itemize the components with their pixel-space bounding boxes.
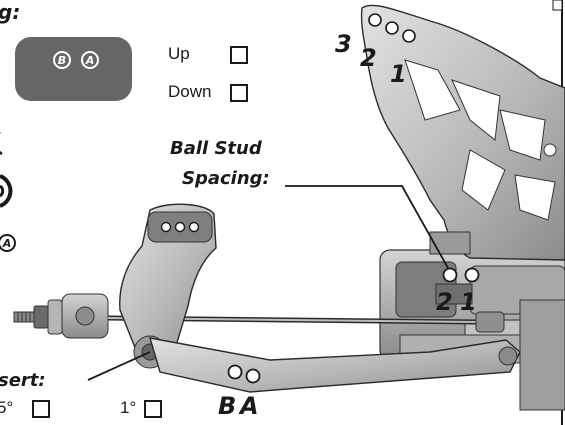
left-circle-letter-a: A bbox=[0, 234, 16, 252]
ball-stud-hole-label-1: 1 bbox=[460, 288, 477, 316]
letter-pill: B A bbox=[15, 37, 132, 101]
partial-steering-wheel-icon bbox=[0, 174, 13, 208]
arm-hole-a bbox=[245, 368, 261, 384]
partial-circle-glyph bbox=[0, 132, 3, 156]
insert-leader-line bbox=[87, 351, 151, 381]
up-label: Up bbox=[168, 44, 190, 63]
pill-letter-b: B bbox=[53, 51, 71, 69]
ball-stud-title-line2: Spacing: bbox=[182, 168, 270, 189]
arm-hole-b bbox=[227, 364, 243, 380]
ball-stud-leader-line bbox=[285, 185, 449, 269]
arm-hole-label-b: B bbox=[218, 392, 237, 420]
insert-option-1-checkbox[interactable] bbox=[32, 400, 50, 418]
ball-stud-hole-1 bbox=[464, 267, 480, 283]
frame-bracket bbox=[552, 0, 563, 11]
shock-tower bbox=[360, 4, 565, 261]
arm-hole-label-a: A bbox=[240, 392, 259, 420]
ball-stud-hole-label-2: 2 bbox=[436, 288, 453, 316]
tower-hole-1 bbox=[402, 29, 416, 43]
tower-hole-label-3: 3 bbox=[335, 30, 352, 58]
insert-option-1-label: 5° bbox=[0, 398, 14, 417]
tower-hole-3 bbox=[368, 13, 382, 27]
lower-arm bbox=[149, 337, 521, 393]
down-label: Down bbox=[168, 82, 212, 101]
insert-option-2-label: 1° bbox=[120, 398, 137, 417]
tower-mount bbox=[429, 231, 473, 305]
ball-stud-hole-2 bbox=[442, 267, 458, 283]
insert-option-2-checkbox[interactable] bbox=[144, 400, 162, 418]
pill-letter-a: A bbox=[81, 51, 99, 69]
upright bbox=[119, 203, 217, 369]
up-checkbox[interactable] bbox=[230, 46, 248, 64]
section-title-partial: g: bbox=[0, 0, 21, 24]
ball-stud-title-line1: Ball Stud bbox=[170, 138, 262, 159]
tower-hole-label-2: 2 bbox=[360, 44, 377, 72]
tower-hole-label-1: 1 bbox=[390, 60, 407, 88]
insert-title-partial: sert: bbox=[0, 370, 46, 391]
down-checkbox[interactable] bbox=[230, 84, 248, 102]
tower-hole-2 bbox=[385, 21, 399, 35]
